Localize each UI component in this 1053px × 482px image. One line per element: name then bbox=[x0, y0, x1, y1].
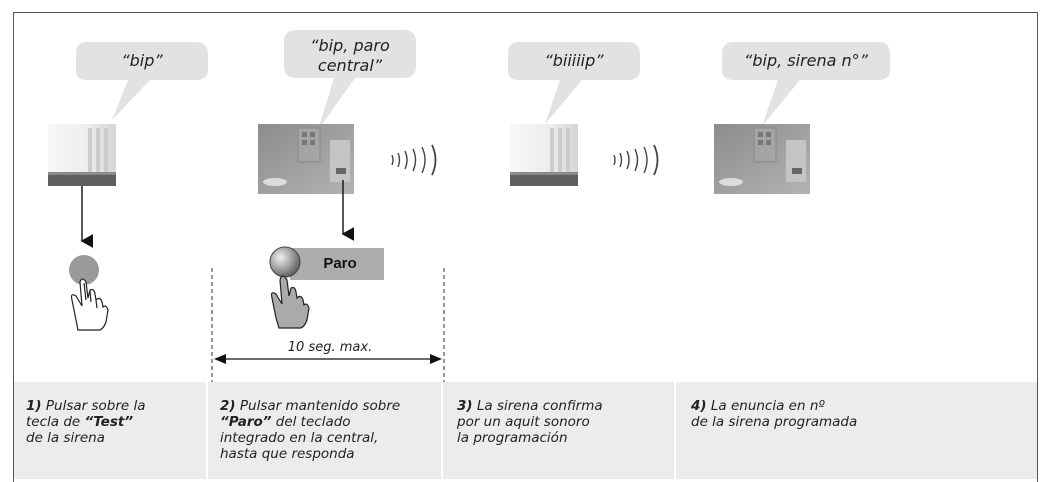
step-2: 2) Pulsar mantenido sobre “Paro” del tec… bbox=[220, 398, 401, 462]
bubble-text: “bip, sirena n°” bbox=[744, 51, 869, 70]
hand-icon bbox=[70, 278, 109, 331]
siren-device bbox=[48, 124, 116, 186]
speech-bubble-bip-sirena: “bip, sirena n°” bbox=[722, 42, 890, 126]
hand-icon bbox=[270, 275, 310, 329]
step-4: 4) La enuncia en nº de la sirena program… bbox=[691, 398, 858, 430]
bubble-text: central” bbox=[318, 56, 383, 75]
step-separator bbox=[674, 382, 676, 479]
paro-button: Paro bbox=[269, 246, 384, 280]
step-separator bbox=[206, 382, 208, 479]
step-separator bbox=[441, 382, 443, 479]
bubble-text: “biiiiip” bbox=[544, 51, 604, 70]
diagram-frame bbox=[13, 12, 1038, 482]
signal-waves-icon bbox=[613, 144, 659, 176]
central-panel bbox=[714, 124, 810, 194]
test-button bbox=[69, 255, 99, 285]
speech-bubble-biiiiip: “biiiiip” bbox=[508, 42, 640, 124]
bubble-text: “bip” bbox=[121, 51, 163, 70]
duration-label: 10 seg. max. bbox=[288, 340, 372, 355]
paro-label: Paro bbox=[323, 255, 356, 272]
steps-panel bbox=[14, 382, 1037, 479]
bubble-text: “bip, paro bbox=[310, 36, 390, 55]
speech-bubble-bip: “bip” bbox=[76, 42, 208, 120]
signal-waves-icon bbox=[391, 144, 437, 176]
central-panel bbox=[258, 124, 354, 194]
step-3: 3) La sirena confirma por un aquit sonor… bbox=[457, 398, 603, 446]
duration-arrow bbox=[214, 354, 442, 364]
siren-device bbox=[510, 124, 578, 186]
step-1: 1) Pulsar sobre la tecla de “Test” de la… bbox=[26, 398, 146, 446]
speech-bubble-bip-paro-central: “bip, paro central” bbox=[284, 30, 416, 130]
